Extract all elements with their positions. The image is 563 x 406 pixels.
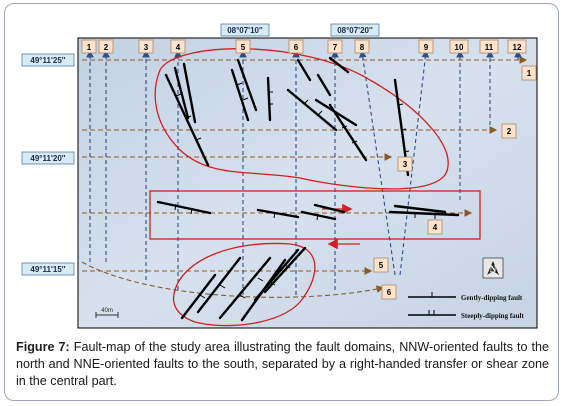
fault-ticks: [174, 82, 436, 299]
profile-12: 12: [513, 43, 522, 52]
vertical-profiles: [86, 49, 522, 295]
figure-label: Figure 7:: [16, 340, 70, 354]
scale-label: 40m: [101, 308, 113, 314]
profile-2: 2: [104, 43, 109, 52]
profile-4: 4: [176, 43, 181, 52]
north-arrow-icon: N: [482, 257, 504, 279]
profile-11: 11: [485, 43, 494, 52]
profile-7: 7: [333, 43, 338, 52]
legend-gentle: Gently-dipping fault: [461, 294, 523, 302]
arrow-label-1: 1: [527, 69, 532, 78]
fault-map: 08°07'10'' 08°07'20'' 49°11'25'' 49°11'2…: [21, 23, 538, 329]
faults: [156, 56, 460, 322]
arrow-label-5: 5: [379, 261, 384, 270]
profile-1: 1: [87, 43, 92, 52]
top-coordinate-labels: 08°07'10'' 08°07'20'': [220, 23, 380, 37]
arrow-label-2: 2: [507, 127, 512, 136]
profile-6: 6: [294, 43, 299, 52]
arrow-label-3: 3: [403, 160, 408, 169]
figure-caption-text: Fault-map of the study area illustrating…: [16, 340, 549, 388]
latitude-labels: 49°11'25'' 49°11'20'' 49°11'15'': [21, 53, 75, 276]
profile-8: 8: [360, 43, 365, 52]
arrow-labels: 1 2 3 4 5 6: [373, 65, 537, 300]
central-shear-zone: [149, 190, 481, 240]
legend-steep: Steeply-dipping fault: [461, 312, 524, 320]
profile-number-boxes: 1 2 3 4 5 6 7 8 9 10 11 12: [81, 39, 527, 54]
figure-caption: Figure 7: Fault-map of the study area il…: [16, 339, 549, 390]
top-coord-2: 08°07'20'': [337, 26, 373, 35]
north-label: N: [490, 264, 497, 274]
fault-domains: [149, 48, 481, 327]
top-coord-1: 08°07'10'': [227, 26, 263, 35]
lat-label-3: 49°11'15'': [30, 265, 65, 274]
profile-10: 10: [455, 43, 464, 52]
arrow-label-4: 4: [433, 223, 438, 232]
profile-5: 5: [241, 43, 246, 52]
south-domain: [172, 242, 316, 327]
profile-3: 3: [144, 43, 149, 52]
scale-bar: 40m: [95, 308, 119, 318]
lat-label-2: 49°11'20'': [30, 154, 65, 163]
legend: Gently-dipping fault Steeply-dipping fau…: [408, 292, 524, 320]
north-domain: [154, 48, 449, 190]
profile-9: 9: [424, 43, 429, 52]
lat-label-1: 49°11'25'': [30, 56, 65, 65]
arrow-label-6: 6: [387, 288, 392, 297]
